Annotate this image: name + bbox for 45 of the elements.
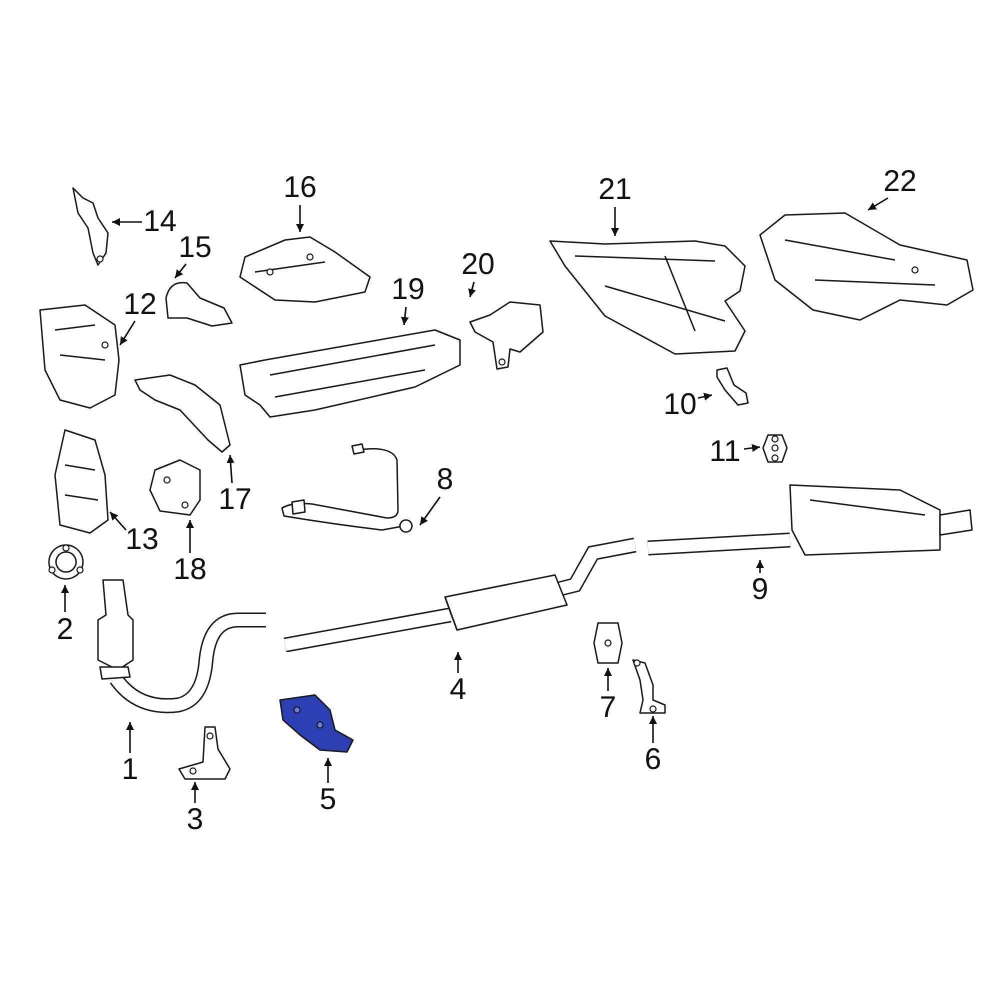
leader-arrow (226, 454, 235, 484)
callout-number: 8 (436, 465, 454, 495)
callout-number: 6 (644, 745, 662, 775)
leader-arrow (119, 320, 136, 346)
callout-number: 3 (186, 805, 204, 835)
leader-arrow (611, 207, 619, 236)
callout-number: 9 (752, 575, 768, 605)
callout-number: 2 (56, 615, 74, 645)
leader-arrow (744, 444, 760, 452)
leader-arrow (698, 392, 712, 401)
callout-number: 16 (283, 173, 317, 203)
callout-number: 19 (391, 275, 425, 305)
callout-number: 7 (600, 693, 616, 723)
leader-arrow (324, 758, 332, 783)
callout-number: 12 (123, 290, 157, 320)
leader-arrow (604, 668, 612, 691)
leader-arrow (400, 306, 409, 326)
leader-arrow (756, 560, 764, 573)
leader-arrow (296, 205, 304, 232)
callout-number: 21 (598, 175, 632, 205)
callout-number: 15 (178, 233, 212, 263)
leader-arrow (112, 218, 142, 226)
callout-number: 17 (218, 485, 252, 515)
callout-number: 14 (143, 207, 177, 237)
callout-number: 1 (122, 755, 138, 785)
callout-number: 4 (450, 675, 466, 705)
leader-arrow (191, 782, 199, 803)
callout-number: 18 (173, 555, 207, 585)
callout-number: 10 (663, 390, 697, 420)
callout-number: 5 (320, 785, 336, 815)
leader-arrow (649, 716, 657, 743)
callout-number: 13 (125, 525, 159, 555)
leader-arrow (126, 722, 134, 753)
callout-number: 11 (709, 437, 741, 467)
leader-arrow (868, 197, 888, 211)
callout-number: 22 (883, 167, 917, 197)
leader-arrow (174, 264, 187, 278)
callout-number: 20 (461, 250, 495, 280)
leader-arrow (419, 496, 441, 526)
leader-arrow (186, 520, 194, 553)
leader-arrow (109, 511, 127, 531)
gasket-drawing (760, 432, 790, 465)
leader-arrow (468, 282, 476, 298)
leader-arrow (454, 652, 462, 673)
leader-arrow (61, 585, 69, 612)
